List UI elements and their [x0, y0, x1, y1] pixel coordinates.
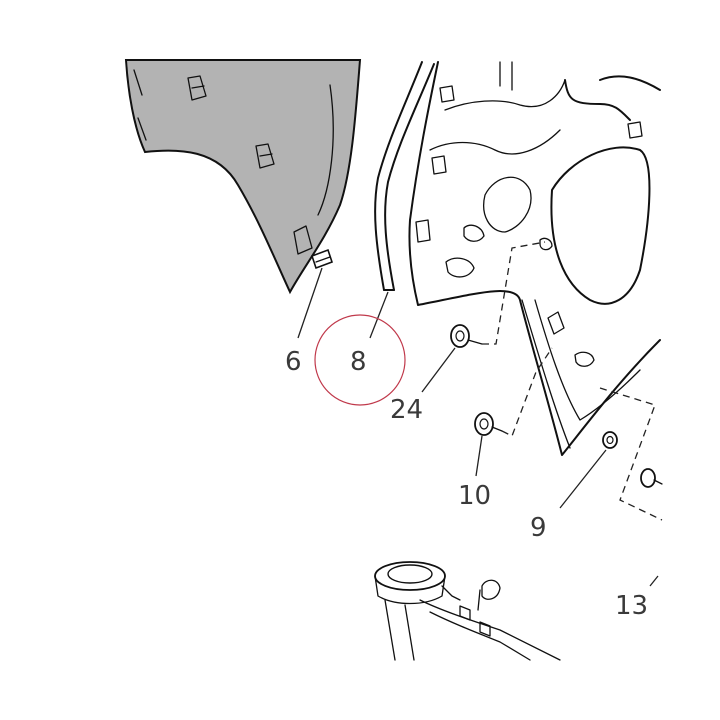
leader-8 [369, 291, 389, 339]
leader-13 [649, 575, 659, 587]
leader-10 [475, 435, 483, 477]
highlight-circle [314, 314, 406, 406]
callout-24: 24 [390, 395, 423, 425]
assembly-dashed-lines [482, 241, 663, 521]
inner-fairing-panel [408, 61, 661, 456]
leader-9 [559, 449, 607, 509]
screw-part-24 [450, 324, 483, 348]
clip-part-6 [310, 248, 334, 270]
nut-part-9 [602, 431, 618, 449]
callout-9: 9 [530, 513, 547, 543]
trim-strip-part-8 [374, 61, 435, 291]
screw-part-10 [474, 412, 503, 436]
radiator-cap-assembly [374, 561, 561, 661]
shaded-side-panel [124, 59, 362, 295]
screw-part-13 [640, 468, 663, 488]
callout-6: 6 [285, 347, 302, 377]
callout-13: 13 [615, 591, 648, 621]
callout-10: 10 [458, 481, 491, 511]
callout-8: 8 [350, 347, 367, 377]
leader-24 [421, 347, 456, 393]
leader-6 [297, 267, 323, 339]
leader-lines [297, 267, 659, 587]
